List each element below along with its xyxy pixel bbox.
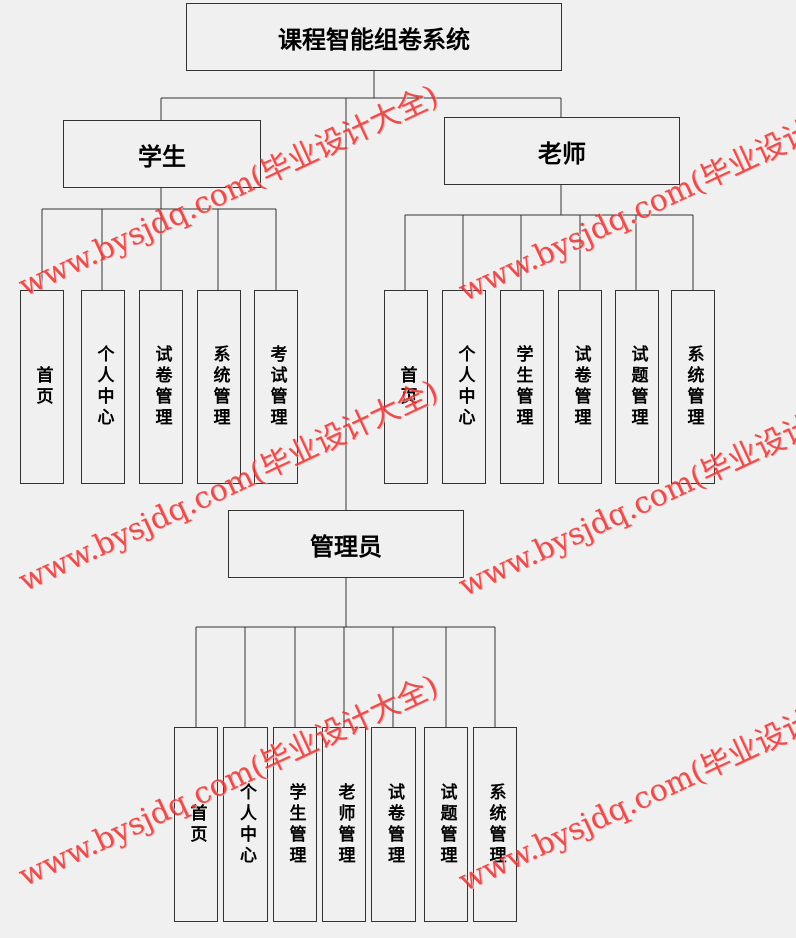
- node-label: 试题管理: [627, 345, 648, 429]
- teacher-node: 老师: [444, 117, 680, 185]
- root-label: 课程智能组卷系统: [278, 25, 470, 54]
- teacher-child: 个人中心: [442, 290, 486, 484]
- node-label: 系统管理: [683, 345, 704, 429]
- node-label: 系统管理: [209, 345, 230, 429]
- node-label: 系统管理: [485, 782, 506, 867]
- student-label: 学生: [138, 142, 186, 171]
- node-label: 考试管理: [266, 345, 287, 429]
- teacher-child: 试题管理: [615, 290, 659, 484]
- root-node: 课程智能组卷系统: [186, 3, 562, 71]
- node-label: 个人中心: [93, 345, 114, 429]
- teacher-child: 试卷管理: [558, 290, 602, 484]
- node-label: 试题管理: [436, 782, 457, 867]
- admin-label: 管理员: [310, 532, 382, 561]
- node-label: 学生管理: [285, 782, 306, 867]
- student-child: 个人中心: [81, 290, 125, 484]
- node-label: 学生管理: [512, 345, 533, 429]
- node-label: 试卷管理: [570, 345, 591, 429]
- node-label: 首页: [396, 366, 417, 408]
- student-child: 考试管理: [254, 290, 298, 484]
- teacher-child: 首页: [384, 290, 428, 484]
- admin-child: 学生管理: [273, 727, 317, 922]
- admin-node: 管理员: [228, 510, 464, 578]
- admin-child: 试卷管理: [371, 727, 416, 922]
- student-child: 试卷管理: [139, 290, 183, 484]
- node-label: 试卷管理: [384, 782, 404, 867]
- node-label: 试卷管理: [151, 345, 172, 429]
- admin-child: 系统管理: [473, 727, 517, 922]
- student-child: 系统管理: [197, 290, 241, 484]
- teacher-label: 老师: [538, 139, 586, 168]
- admin-child: 试题管理: [424, 727, 468, 922]
- teacher-child: 学生管理: [500, 290, 544, 484]
- student-child: 首页: [20, 290, 64, 484]
- student-node: 学生: [63, 120, 261, 188]
- teacher-child: 系统管理: [671, 290, 715, 484]
- admin-child: 老师管理: [322, 727, 366, 922]
- node-label: 老师管理: [334, 782, 355, 867]
- admin-child: 个人中心: [223, 727, 268, 922]
- node-label: 首页: [32, 366, 53, 408]
- node-label: 首页: [186, 803, 207, 846]
- node-label: 个人中心: [454, 345, 475, 429]
- node-label: 个人中心: [236, 782, 256, 867]
- admin-child: 首页: [174, 727, 218, 922]
